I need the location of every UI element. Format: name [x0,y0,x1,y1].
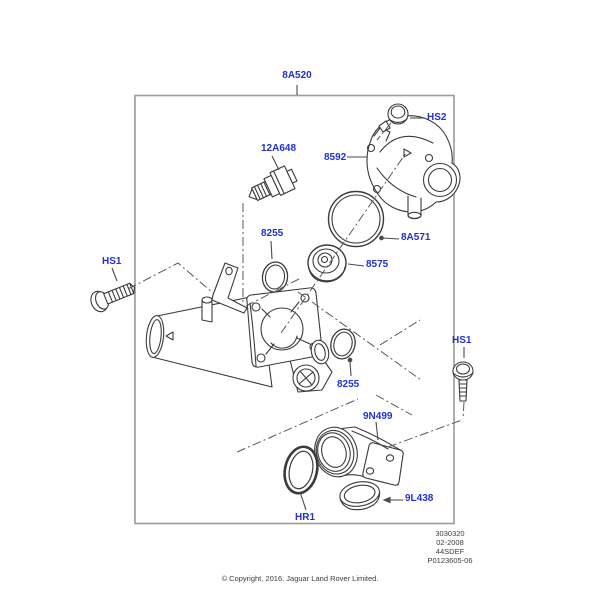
part-drawing-hs1-left-bolt [90,282,136,313]
part-drawing-hs1-right-bolt [452,361,474,402]
part-label-9n499[interactable]: 9N499 [363,411,393,422]
part-drawing-8a571-oring [327,190,385,248]
catalog-date: 02-2008 [436,538,464,547]
part-drawing-hr1-oring [283,445,319,495]
catalog-plate-id: P0123605-06 [427,556,473,565]
part-label-8575[interactable]: 8575 [366,259,389,270]
part-drawing-8592 [366,115,461,220]
part-label-hs1-right[interactable]: HS1 [452,335,472,346]
part-label-9l438[interactable]: 9L438 [405,493,434,504]
part-drawing-8255-upper-oring [261,261,289,293]
part-drawing-12a648-sensor [248,165,298,202]
part-drawing-9l438-clamp [339,481,381,511]
part-label-8a520[interactable]: 8A520 [282,70,312,81]
copyright-text: © Copyright, 2016. Jaguar Land Rover Lim… [221,574,379,583]
part-drawing-main-housing [145,262,333,393]
part-label-8a571[interactable]: 8A571 [401,232,431,243]
part-drawing-9n499-elbow [314,426,404,486]
part-label-hs2[interactable]: HS2 [427,112,447,123]
part-drawing-8575-thermostat [307,244,347,283]
part-label-8592[interactable]: 8592 [324,152,347,163]
callout-pointer-lines [111,85,465,511]
part-label-12a648[interactable]: 12A648 [261,143,297,154]
assembly-axis-lines [127,122,465,453]
catalog-code: 44SDEF [435,547,465,556]
part-drawing-8255-lower-oring [330,328,356,360]
diagram-frame [134,94,455,525]
catalog-number: 3030320 [435,529,465,538]
part-drawing-hs2-bolt [378,103,409,133]
part-label-8255-upper[interactable]: 8255 [261,228,284,239]
part-label-hr1[interactable]: HR1 [295,512,316,523]
part-label-8255-lower[interactable]: 8255 [337,379,360,390]
part-label-hs1-left[interactable]: HS1 [102,256,122,267]
catalog-info-block: 3030320 02-2008 44SDEF P0123605-06 [407,529,493,565]
